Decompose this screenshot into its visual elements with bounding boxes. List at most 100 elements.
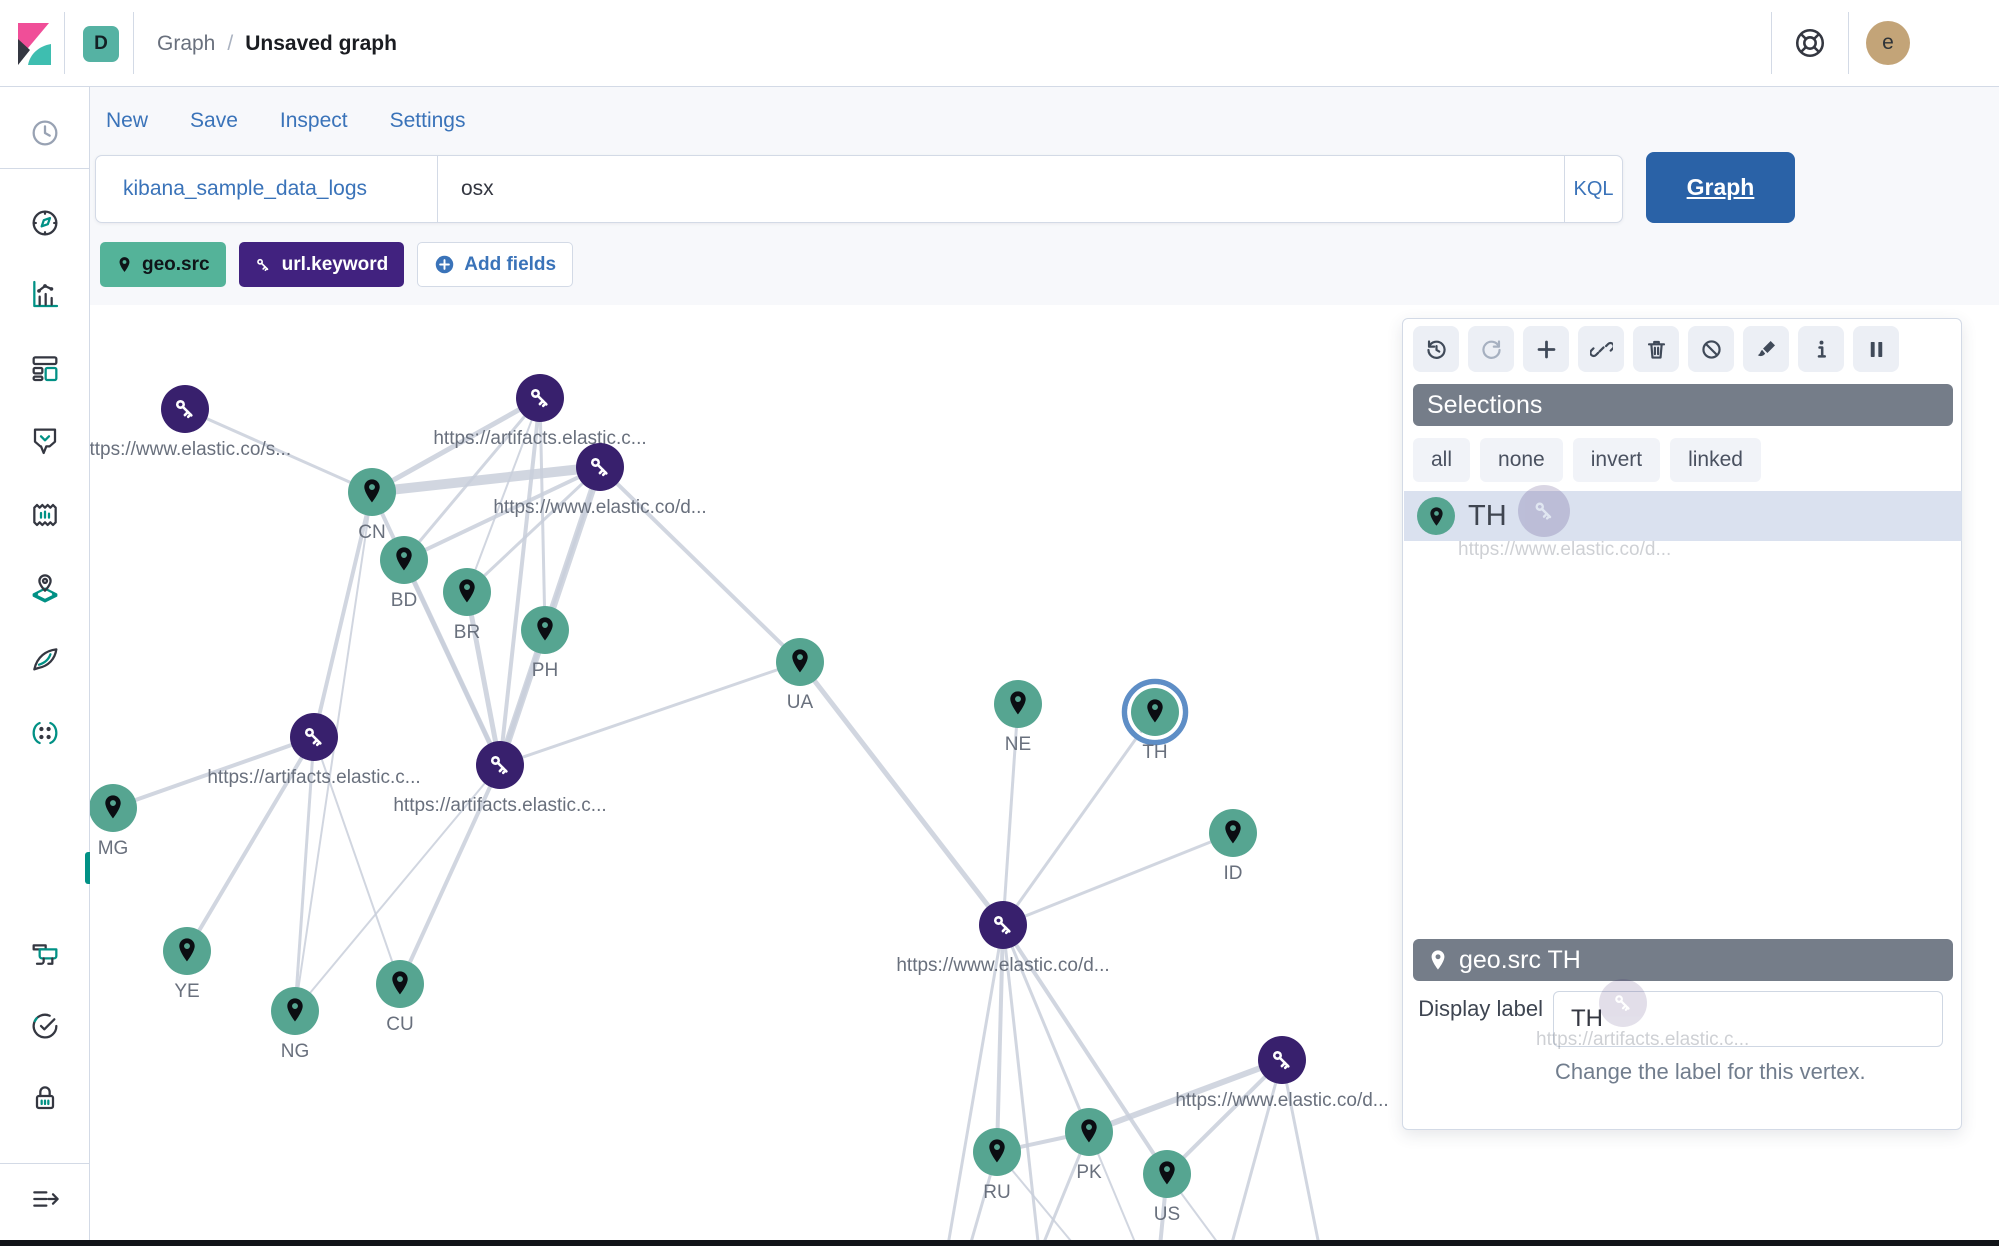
graph-node-ph[interactable]: PH xyxy=(521,606,569,681)
graph-node-u5[interactable]: https://artifacts.elastic.c... xyxy=(393,741,607,816)
sidebar-item-dev-tools[interactable] xyxy=(23,932,67,976)
vertex-detail-header: geo.src TH xyxy=(1413,939,1953,981)
sidebar-item-canvas[interactable] xyxy=(23,419,67,463)
drilldown-button[interactable] xyxy=(1798,326,1844,372)
select-linked-button[interactable]: linked xyxy=(1670,438,1761,482)
graph-edge xyxy=(112,735,315,810)
plus-icon xyxy=(1537,340,1555,358)
sidebar-item-recently-viewed[interactable] xyxy=(23,111,67,155)
key-icon xyxy=(304,727,322,747)
kql-language-button[interactable]: KQL xyxy=(1564,156,1622,222)
graph-node-u2[interactable]: https://artifacts.elastic.c... xyxy=(433,374,647,449)
key-icon xyxy=(175,399,193,419)
graph-node-label: https://www.elastic.co/d... xyxy=(1175,1090,1388,1111)
graph-node-label: https://artifacts.elastic.c... xyxy=(207,767,420,788)
field-chip-url-keyword[interactable]: url.keyword xyxy=(238,242,405,287)
remove-vertices-button[interactable] xyxy=(1633,326,1679,372)
graph-node-label: https://www.elastic.co/d... xyxy=(493,497,706,518)
graph-edge xyxy=(294,491,373,1012)
graph-node-id[interactable]: ID xyxy=(1209,809,1257,884)
add-fields-button[interactable]: Add fields xyxy=(417,242,574,287)
settings-link[interactable]: Settings xyxy=(389,109,466,132)
graph-node-cu[interactable]: CU xyxy=(376,960,424,1035)
custom-style-button[interactable] xyxy=(1743,326,1789,372)
undo-button[interactable] xyxy=(1413,326,1459,372)
graph-node-ua[interactable]: UA xyxy=(776,638,824,713)
graph-node-u1[interactable]: https://www.elastic.co/s... xyxy=(79,385,291,460)
breadcrumb-current: Unsaved graph xyxy=(245,31,397,55)
graph-node-br[interactable]: BR xyxy=(443,568,491,643)
inspect-link[interactable]: Inspect xyxy=(279,109,348,132)
selected-vertex-row[interactable]: TH xyxy=(1404,491,1962,541)
select-invert-button[interactable]: invert xyxy=(1572,438,1661,482)
graph-node-th[interactable]: TH xyxy=(1121,678,1189,764)
graph-node-bd[interactable]: BD xyxy=(380,536,428,611)
selected-vertex-label: TH xyxy=(1468,499,1507,532)
sidebar-item-management[interactable] xyxy=(23,1076,67,1120)
graph-node-ru[interactable]: RU xyxy=(973,1128,1021,1203)
dashboard-icon xyxy=(32,356,58,382)
sidebar-item-dashboard[interactable] xyxy=(23,346,67,390)
add-links-button[interactable] xyxy=(1578,326,1624,372)
map-pin-icon xyxy=(1225,820,1241,844)
graph-node-cn[interactable]: CN xyxy=(348,468,396,543)
graph-node-u3[interactable]: https://www.elastic.co/d... xyxy=(493,443,707,518)
graph-node-ng[interactable]: NG xyxy=(271,987,319,1062)
header-divider xyxy=(1848,12,1849,74)
graph-toolbar-area: New Save Inspect Settings kibana_sample_… xyxy=(90,87,1999,305)
new-link[interactable]: New xyxy=(106,109,149,132)
map-pin-icon xyxy=(537,617,553,641)
map-pin-icon xyxy=(287,998,303,1022)
field-chip-geo-src[interactable]: geo.src xyxy=(100,242,226,287)
select-all-button[interactable]: all xyxy=(1413,438,1471,482)
sidebar-item-graph[interactable] xyxy=(23,711,67,755)
graph-node-label: PH xyxy=(532,660,558,681)
select-none-button[interactable]: none xyxy=(1480,438,1563,482)
sidebar-selected-indicator xyxy=(85,852,90,884)
blocklist-button[interactable] xyxy=(1688,326,1734,372)
graph-edge xyxy=(1166,1173,1222,1246)
map-pin-icon xyxy=(1147,699,1163,723)
sidebar-item-maps[interactable] xyxy=(23,566,67,610)
graph-node-mg[interactable]: MG xyxy=(89,784,137,859)
graph-node-ne[interactable]: NE xyxy=(994,680,1042,755)
sidebar-item-discover[interactable] xyxy=(23,201,67,245)
graph-node-us[interactable]: US xyxy=(1143,1150,1191,1225)
graph-submit-button[interactable]: Graph xyxy=(1646,152,1795,223)
sidebar-collapse-button[interactable] xyxy=(23,1177,67,1221)
help-button[interactable] xyxy=(1792,26,1828,62)
save-link[interactable]: Save xyxy=(190,109,238,132)
space-switcher[interactable]: D xyxy=(83,26,119,62)
index-pattern-selector[interactable]: kibana_sample_data_logs xyxy=(96,156,438,222)
expand-selection-button[interactable] xyxy=(1523,326,1569,372)
sidebar-item-visualize[interactable] xyxy=(23,272,67,316)
user-avatar[interactable]: e xyxy=(1866,21,1910,65)
app-menu: New Save Inspect Settings xyxy=(106,109,466,133)
graph-node-u4[interactable]: https://artifacts.elastic.c... xyxy=(207,713,421,788)
breadcrumb-section[interactable]: Graph xyxy=(157,31,216,55)
graph-node-u6[interactable]: https://www.elastic.co/d... xyxy=(896,901,1110,976)
graph-edge xyxy=(1280,1059,1321,1246)
map-pin-icon xyxy=(1010,691,1026,715)
graph-edge xyxy=(1001,924,1041,1246)
graph-edge xyxy=(798,660,1005,927)
graph-edge xyxy=(538,397,547,631)
key-icon xyxy=(590,457,608,477)
query-input[interactable]: osx xyxy=(461,177,494,200)
display-label-input[interactable] xyxy=(1553,991,1943,1047)
graph-edge xyxy=(499,660,801,767)
sidebar-item-machine-learning[interactable] xyxy=(23,638,67,682)
sidebar-item-presentation[interactable] xyxy=(23,493,67,537)
graph-node-pk[interactable]: PK xyxy=(1065,1108,1113,1183)
selections-title: Selections xyxy=(1427,390,1543,419)
redo-button[interactable] xyxy=(1468,326,1514,372)
chip-label: url.keyword xyxy=(281,253,389,275)
graph-node-u7[interactable]: https://www.elastic.co/d... xyxy=(1175,1036,1389,1111)
redo-icon xyxy=(1481,339,1501,359)
pause-layout-button[interactable] xyxy=(1853,326,1899,372)
graph-node-ye[interactable]: YE xyxy=(163,927,211,1002)
sidebar-item-monitoring[interactable] xyxy=(23,1004,67,1048)
map-pin-icon xyxy=(105,795,121,819)
global-header: D Graph / Unsaved graph e xyxy=(0,0,1999,87)
